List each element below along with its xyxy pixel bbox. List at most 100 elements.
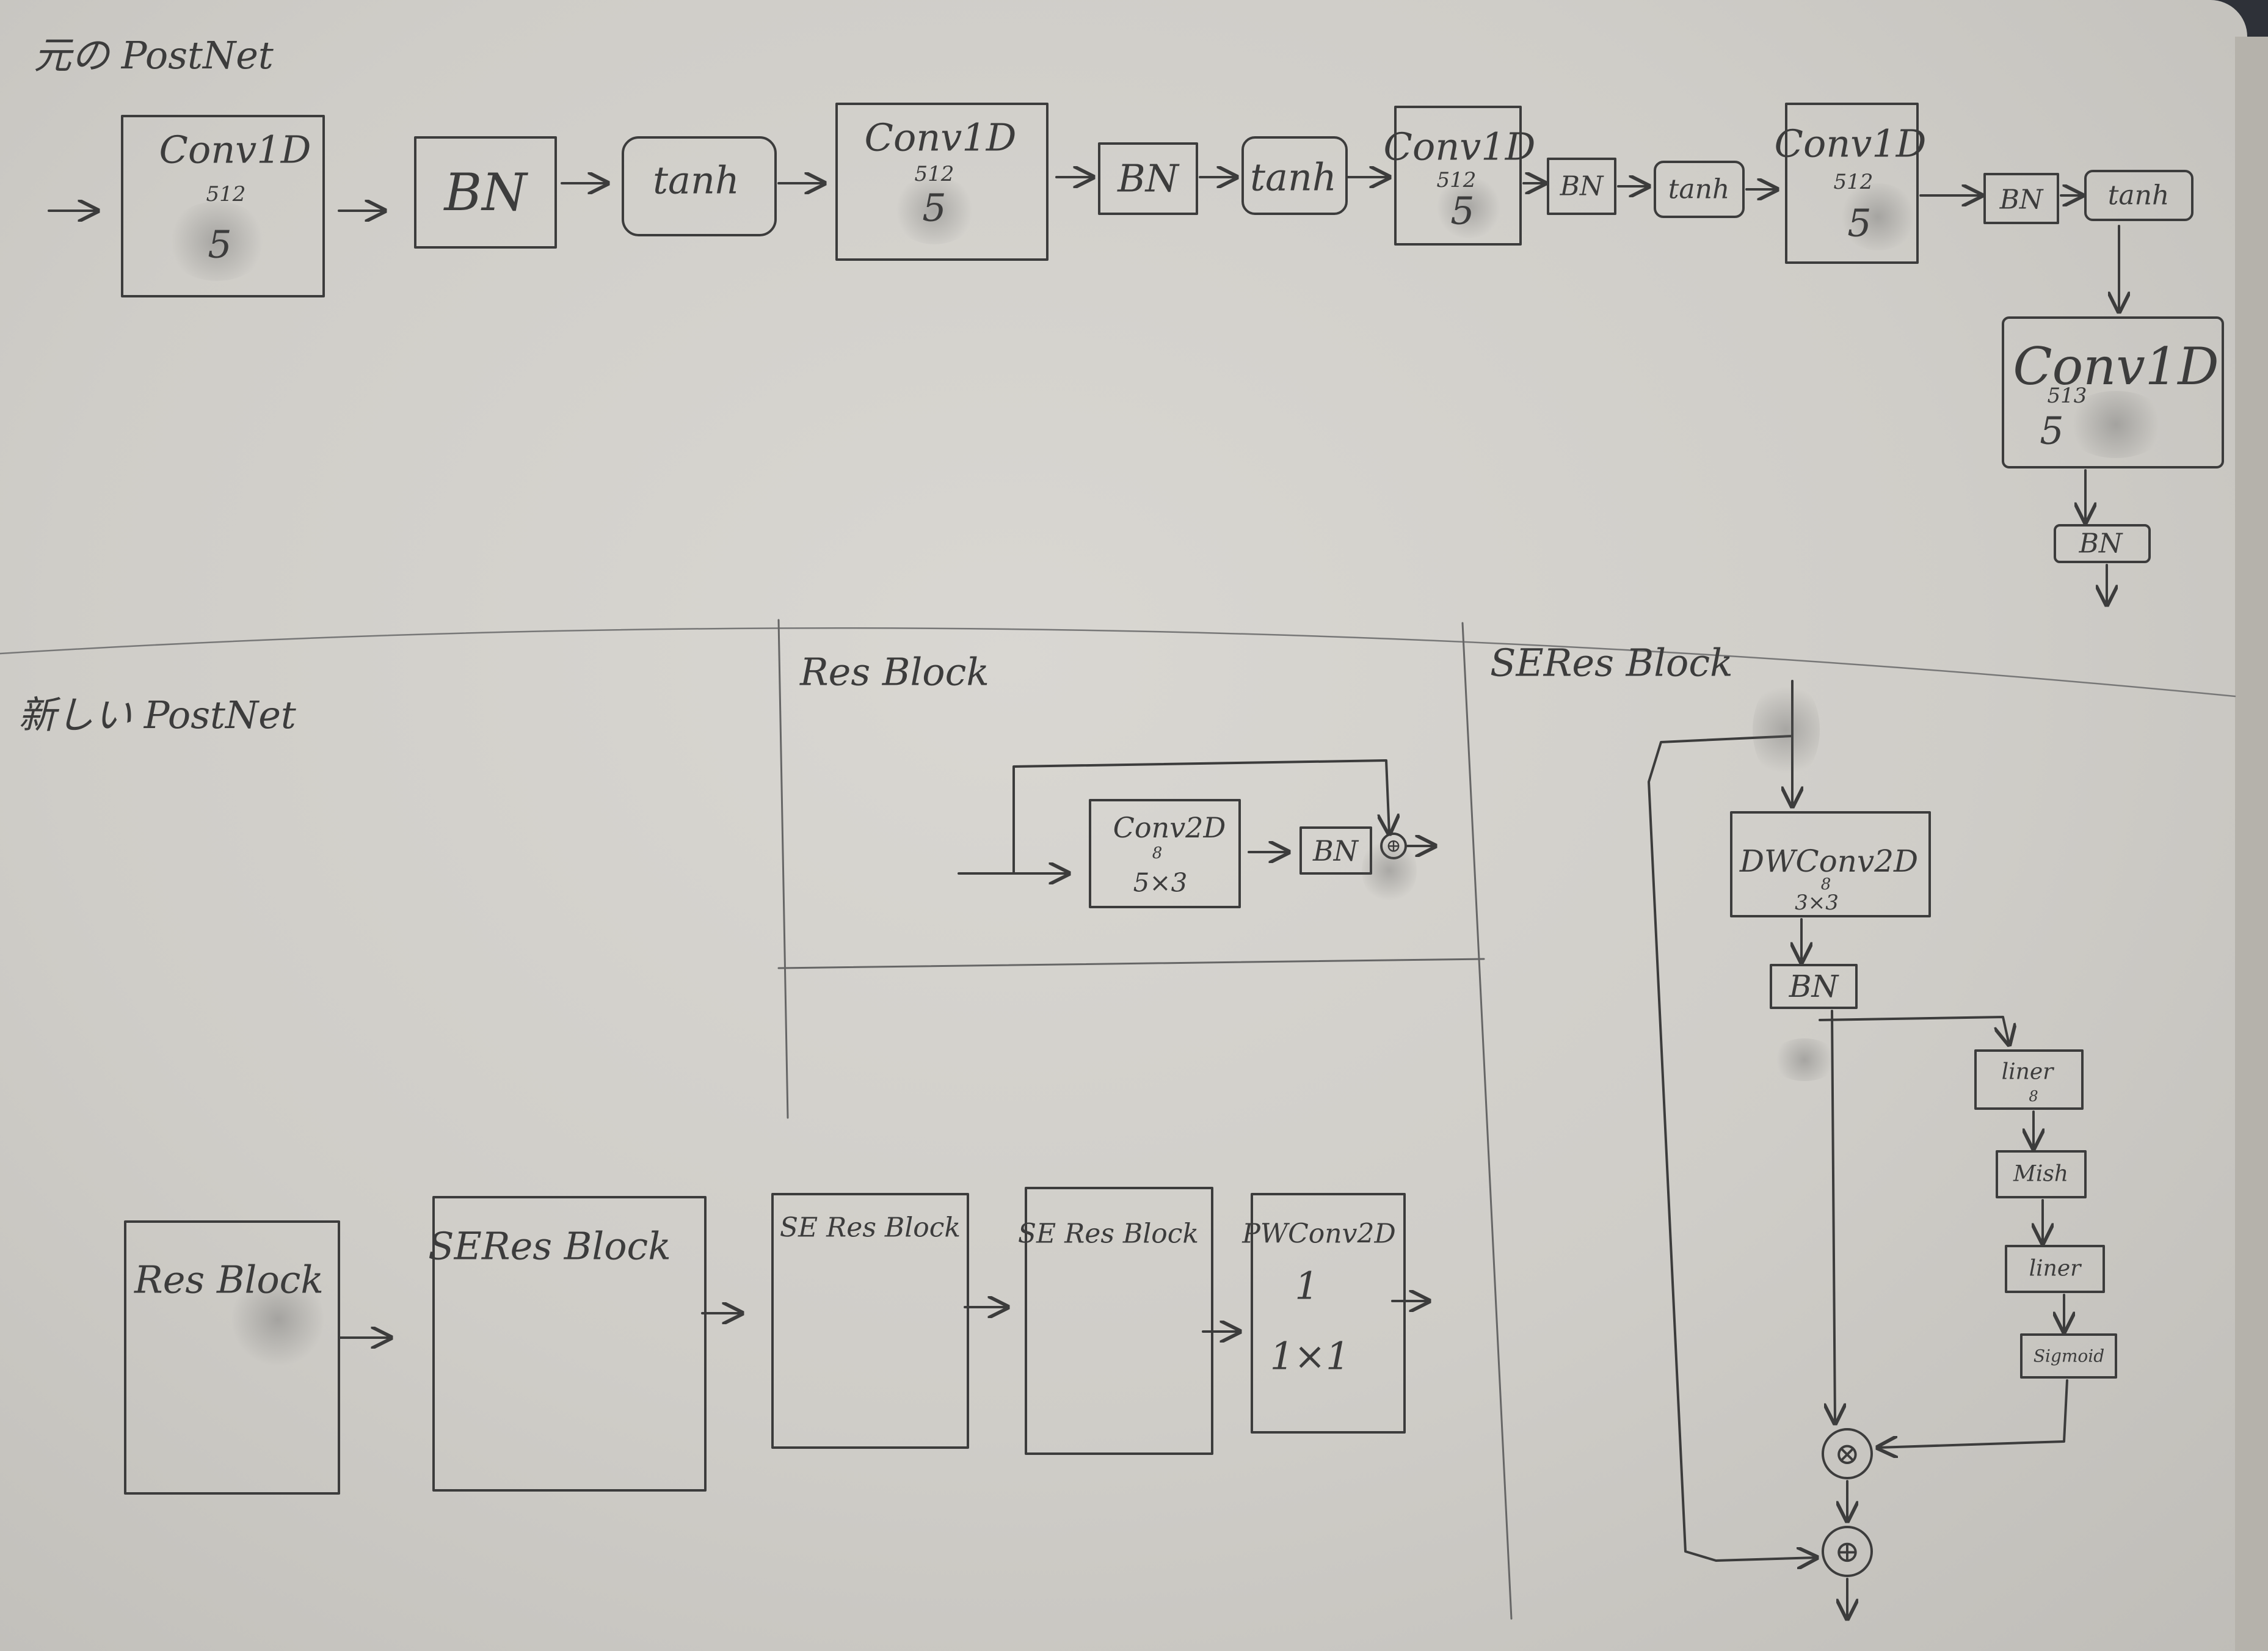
se-branch-path [1819,1016,2009,1044]
old-conv1d-3-box [1394,106,1522,246]
old-postnet-heading: 元の PostNet [34,33,274,78]
seresblock-panel-title: SERes Block [1490,640,1733,685]
section-divider-horizontal [0,627,2236,698]
old-bn-2-box [1098,142,1198,215]
old-tanh-2-box [1241,136,1348,215]
old-conv1d-2-box [835,103,1049,261]
old-bn-5-label: BN [2079,528,2123,559]
se-mul-symbol: ⊗ [1834,1436,1860,1471]
old-conv1d-5-label: Conv1D [2013,337,2219,396]
panel-right-border [1461,622,1513,1620]
smudge [892,177,977,244]
res-add-node [1380,833,1407,859]
old-conv1d-4-label: Conv1D [1774,121,1927,166]
new-seresblock-1-box [432,1196,707,1492]
se-mul-node [1822,1428,1873,1479]
se-dwconv2d-kernel: 3×3 [1795,891,1839,915]
se-add-symbol: ⊕ [1834,1534,1860,1569]
se-linear-1-box [1974,1049,2084,1110]
old-conv1d-2-channels: 512 [914,162,954,186]
old-bn-4-label: BN [1999,184,2043,216]
resblock-panel-left-border [777,619,789,1119]
old-bn-1-box [414,136,557,249]
old-bn-3-label: BN [1560,170,1604,202]
new-seresblock-3-label: SE Res Block [1017,1218,1199,1250]
old-tanh-1-label: tanh [653,158,740,203]
old-conv1d-5-kernel: 5 [2040,408,2064,453]
smudge [1771,1038,1838,1081]
smudge [2064,391,2168,458]
old-conv1d-1-label: Conv1D [159,127,311,172]
res-bn-label: BN [1312,834,1359,867]
old-tanh-1-box [622,136,777,236]
se-add-node [1822,1526,1873,1577]
se-linear-2-box [2005,1245,2105,1293]
old-tanh-4-box [2084,170,2193,221]
old-tanh-2-label: tanh [1250,155,1337,200]
old-conv1d-2-label: Conv1D [864,115,1017,160]
res-conv2d-box [1089,799,1241,908]
se-sigmoid-box [2020,1333,2117,1379]
se-bn-box [1770,964,1858,1009]
old-conv1d-5-box [2002,316,2224,468]
res-bn-box [1299,826,1372,875]
old-conv1d-1-box [121,115,325,297]
se-dwconv2d-box [1730,811,1931,917]
new-seresblock-1-label: SERes Block [428,1223,671,1269]
old-tanh-3-label: tanh [1668,173,1730,205]
se-skip-connection [1648,735,1817,1561]
new-seresblock-3-box [1025,1187,1213,1455]
old-conv1d-3-channels: 512 [1436,168,1477,192]
se-dwconv2d-label: DWConv2D [1739,844,1919,879]
notebook-page-stack [2235,37,2268,1651]
se-mish-label: Mish [2013,1161,2069,1187]
old-conv1d-1-kernel: 5 [208,222,232,267]
old-tanh-4-label: tanh [2107,180,2170,211]
old-conv1d-5-channels: 513 [2047,384,2087,408]
new-pwconv2d-kernel: 1×1 [1270,1333,1350,1379]
se-linear-1-units: 8 [2029,1088,2038,1105]
old-conv1d-1-channels: 512 [206,182,246,206]
resblock-panel-bottom-border [777,958,1485,969]
smudge [1435,177,1502,238]
se-linear-2-label: liner [2029,1256,2081,1281]
se-linear-1-label: liner [2001,1059,2054,1085]
new-resblock-box [124,1220,340,1495]
smudge [232,1270,324,1368]
old-conv1d-4-box [1785,103,1919,264]
old-bn-5-box [2054,524,2151,563]
old-tanh-3-box [1654,161,1745,218]
res-add-symbol: ⊕ [1386,835,1401,857]
se-main-path [1832,1010,1835,1423]
new-seresblock-2-box [771,1193,969,1449]
old-bn-2-label: BN [1118,156,1179,201]
new-postnet-heading: 新しい PostNet [18,693,296,737]
smudge [1753,678,1820,782]
old-bn-4-box [1983,173,2059,224]
res-skip-connection [1012,759,1389,875]
smudge [1362,837,1417,904]
se-sigmoid-label: Sigmoid [2033,1346,2105,1366]
resblock-panel-title: Res Block [800,649,989,694]
se-scale-path [1878,1379,2068,1448]
se-mish-box [1996,1150,2087,1198]
old-conv1d-4-kernel: 5 [1847,200,1872,246]
new-pwconv2d-channels: 1 [1295,1263,1319,1308]
old-bn-1-label: BN [444,162,527,222]
new-resblock-label: Res Block [134,1257,324,1302]
res-conv2d-channels: 8 [1152,844,1163,862]
se-dwconv2d-channels: 8 [1820,875,1831,894]
old-conv1d-3-kernel: 5 [1450,188,1475,233]
old-bn-3-box [1547,158,1616,215]
old-conv1d-2-kernel: 5 [922,185,947,230]
se-bn-label: BN [1789,969,1839,1004]
new-pwconv2d-label: PWConv2D [1242,1218,1396,1250]
res-conv2d-kernel: 5×3 [1133,867,1188,898]
old-conv1d-3-label: Conv1D [1383,124,1536,169]
old-conv1d-4-channels: 512 [1833,170,1874,194]
new-pwconv2d-box [1251,1193,1406,1434]
smudge [165,202,269,281]
new-seresblock-2-label: SE Res Block [779,1212,961,1244]
